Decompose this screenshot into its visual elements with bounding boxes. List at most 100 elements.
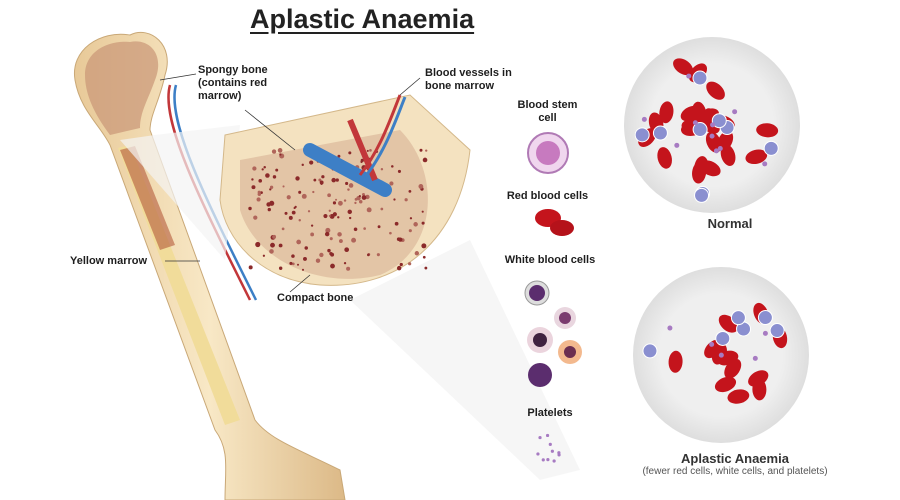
marrow-dot <box>421 221 425 225</box>
marrow-dot <box>248 265 253 270</box>
page-title: Aplastic Anaemia <box>250 4 475 34</box>
marrow-dot <box>414 251 420 256</box>
red-blood-cell <box>706 81 725 100</box>
red-blood-cell <box>752 378 767 401</box>
marrow-dot <box>278 243 283 248</box>
red-blood-cell <box>659 101 674 124</box>
marrow-dot <box>263 166 266 169</box>
marrow-dot <box>269 185 274 189</box>
platelet <box>641 116 647 122</box>
marrow-dot <box>256 197 261 202</box>
marrow-dot <box>337 200 343 206</box>
white-blood-cell <box>642 343 658 359</box>
marrow-dot <box>277 148 283 153</box>
marrow-dot <box>389 181 394 186</box>
marrow-dot <box>337 216 340 219</box>
marrow-dot <box>348 216 352 220</box>
marrow-dot <box>335 178 339 182</box>
white-blood-cell <box>634 127 650 143</box>
platelet <box>546 458 550 462</box>
marrow-dot <box>377 225 381 229</box>
white-blood-cell <box>769 323 785 339</box>
white-blood-cell <box>730 310 746 326</box>
platelet <box>686 73 692 79</box>
platelet <box>536 452 540 456</box>
marrow-dot <box>369 149 372 152</box>
marrow-dot <box>404 198 408 202</box>
marrow-dot <box>408 189 412 193</box>
marrow-dot <box>408 229 412 233</box>
marrow-dot <box>413 222 418 227</box>
marrow-dot <box>359 200 363 204</box>
marrow-dot <box>323 213 328 219</box>
marrow-dot <box>396 265 402 271</box>
platelet <box>667 325 673 331</box>
marrow-dot <box>296 263 300 266</box>
marrow-dot <box>397 169 401 173</box>
red-blood-cell <box>699 160 721 177</box>
platelet <box>709 133 715 139</box>
white-blood-cell <box>711 113 727 129</box>
marrow-dot <box>304 246 308 250</box>
platelet <box>718 352 724 358</box>
marrow-dot <box>353 227 358 232</box>
blood-stem-cell-illustration <box>527 132 569 174</box>
marrow-dot <box>289 261 293 265</box>
red-blood-cell <box>720 144 736 166</box>
label-red-blood-cells: Red blood cells <box>506 190 589 202</box>
marrow-dot <box>324 231 330 237</box>
red-blood-cells-illustration <box>535 209 574 236</box>
marrow-dot <box>257 190 261 194</box>
marrow-dot <box>267 207 271 212</box>
marrow-dot <box>295 176 300 181</box>
marrow-dot <box>319 252 324 258</box>
marrow-dot <box>298 190 302 194</box>
blood-vessel-vein <box>303 143 392 197</box>
marrow-dot <box>307 210 311 213</box>
marrow-dot <box>312 190 315 194</box>
marrow-dot <box>399 262 403 267</box>
marrow-dot <box>343 199 347 202</box>
label-blood-vessels: Blood vessels in bone marrow <box>425 67 512 92</box>
marrow-dot <box>301 268 305 271</box>
white-blood-cell <box>694 187 710 203</box>
platelet <box>762 161 768 167</box>
marrow-dot <box>343 262 347 265</box>
marrow-dot <box>260 191 263 195</box>
red-blood-cell <box>727 389 750 404</box>
marrow-dot <box>344 247 350 253</box>
marrow-dot <box>291 210 296 215</box>
marrow-dot <box>303 256 307 261</box>
marrow-dot <box>360 160 363 164</box>
marrow-dot <box>335 198 338 201</box>
platelet <box>674 142 680 148</box>
white-blood-cell <box>715 330 731 346</box>
marrow-dot <box>271 149 277 154</box>
marrow-dot <box>394 221 399 226</box>
marrow-dot <box>269 249 274 254</box>
marrow-dot <box>272 175 277 179</box>
marrow-dot <box>327 193 331 198</box>
marrow-dot <box>346 266 351 271</box>
marrow-dot <box>309 160 314 165</box>
marrow-dot <box>393 198 396 201</box>
platelet <box>692 120 698 126</box>
marrow-dot <box>367 253 370 257</box>
marrow-dot <box>338 239 343 243</box>
marrow-dot <box>366 207 372 213</box>
marrow-dot <box>315 258 321 263</box>
marrow-dot <box>279 153 282 156</box>
marrow-dot <box>318 178 322 182</box>
marrow-dot <box>351 237 357 243</box>
marrow-dot <box>347 209 352 215</box>
marrow-dot <box>251 178 254 181</box>
marrow-dot <box>328 214 331 217</box>
marrow-dot <box>347 188 350 191</box>
marrow-dot <box>296 239 302 245</box>
marrow-dot <box>418 184 424 189</box>
label-compact-bone: Compact bone <box>277 292 354 304</box>
platelet <box>541 458 545 462</box>
marrow-dot <box>419 148 423 152</box>
marrow-dot <box>345 181 349 186</box>
